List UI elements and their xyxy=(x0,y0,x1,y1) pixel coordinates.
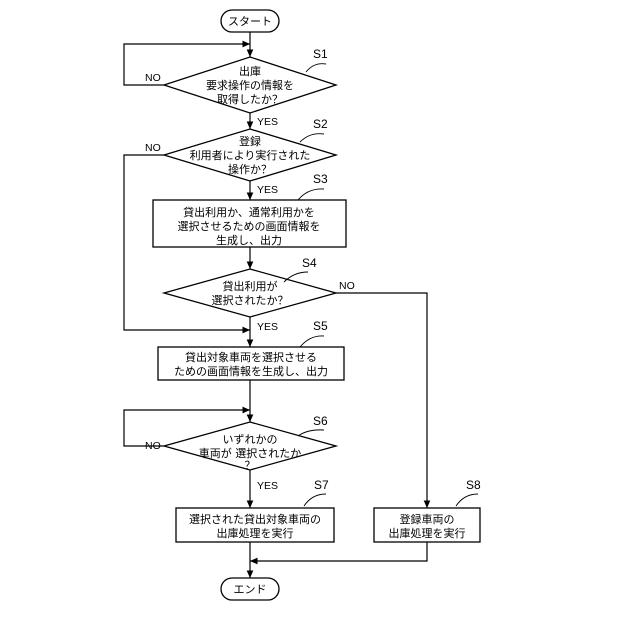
step-tag-s6: S6 xyxy=(298,414,328,436)
svg-text:S8: S8 xyxy=(466,478,481,492)
start-terminal: スタート xyxy=(221,10,279,32)
step-tag-s7: S7 xyxy=(304,478,329,506)
decision-s2: 登録 利用者により実行された 操作か？ xyxy=(164,129,336,181)
s1-line-1: 出庫 xyxy=(239,64,261,78)
s1-no-label: NO xyxy=(145,72,161,84)
end-label: エンド xyxy=(234,583,267,596)
s4-line-2: 選択されたか？ xyxy=(212,293,289,307)
s6-line-2: 車両が 選択されたか xyxy=(199,446,302,460)
svg-text:S7: S7 xyxy=(314,478,329,492)
s1-line-2: 要求操作の情報を xyxy=(206,78,294,92)
s2-line-1: 登録 xyxy=(239,134,261,148)
decision-s1: 出庫 要求操作の情報を 取得したか？ xyxy=(164,57,336,113)
s4-yes-label: YES xyxy=(257,321,278,333)
s5-line-1: 貸出対象車両を選択させる xyxy=(185,350,317,364)
s3-line-2: 選択させるための画面情報を xyxy=(178,219,321,233)
svg-text:S1: S1 xyxy=(313,47,328,61)
step-tag-s4: S4 xyxy=(284,256,317,282)
start-label: スタート xyxy=(228,15,272,28)
svg-text:S6: S6 xyxy=(313,414,328,428)
s8-line-2: 出庫処理を実行 xyxy=(389,526,466,540)
process-s7: 選択された貸出対象車両の 出庫処理を実行 xyxy=(176,508,334,542)
process-s5: 貸出対象車両を選択させる ための画面情報を生成し、出力 xyxy=(158,347,344,380)
s4-line-1: 貸出利用が xyxy=(223,279,278,293)
decision-s6: いずれかの 車両が 選択されたか ？ xyxy=(164,422,336,472)
step-tag-s2: S2 xyxy=(300,117,328,142)
s2-yes-label: YES xyxy=(257,184,278,196)
s2-no-label: NO xyxy=(145,142,161,154)
step-tag-s3: S3 xyxy=(298,172,328,200)
step-tag-s5: S5 xyxy=(300,319,328,347)
s1-line-3: 取得したか？ xyxy=(217,93,283,106)
step-tag-s1: S1 xyxy=(306,47,328,72)
edge-s8-merge xyxy=(250,542,427,561)
s1-yes-label: YES xyxy=(257,116,278,128)
svg-text:S3: S3 xyxy=(313,172,328,186)
s2-line-2: 利用者により実行された xyxy=(190,148,311,162)
decision-s4: 貸出利用が 選択されたか？ xyxy=(164,269,336,317)
s5-line-2: ための画面情報を生成し、出力 xyxy=(174,364,328,378)
s3-line-3: 生成し、出力 xyxy=(216,233,282,247)
svg-text:S4: S4 xyxy=(302,256,317,270)
s7-line-2: 出庫処理を実行 xyxy=(217,526,294,540)
s6-no-label: NO xyxy=(145,440,161,452)
svg-text:S2: S2 xyxy=(313,117,328,131)
s6-yes-label: YES xyxy=(257,480,278,492)
svg-text:S5: S5 xyxy=(313,319,328,333)
s3-line-1: 貸出利用か、通常利用かを xyxy=(183,205,315,219)
step-tag-s8: S8 xyxy=(456,478,481,506)
end-terminal: エンド xyxy=(221,578,279,600)
s7-line-1: 選択された貸出対象車両の xyxy=(189,512,321,526)
s8-line-1: 登録車両の xyxy=(400,512,455,526)
s2-line-3: 操作か？ xyxy=(228,162,272,176)
s4-no-label: NO xyxy=(339,280,355,292)
process-s3: 貸出利用か、通常利用かを 選択させるための画面情報を 生成し、出力 xyxy=(153,200,346,247)
edge-s4-no-s8 xyxy=(336,293,427,508)
process-s8: 登録車両の 出庫処理を実行 xyxy=(374,508,480,542)
s6-line-1: いずれかの xyxy=(223,433,278,446)
